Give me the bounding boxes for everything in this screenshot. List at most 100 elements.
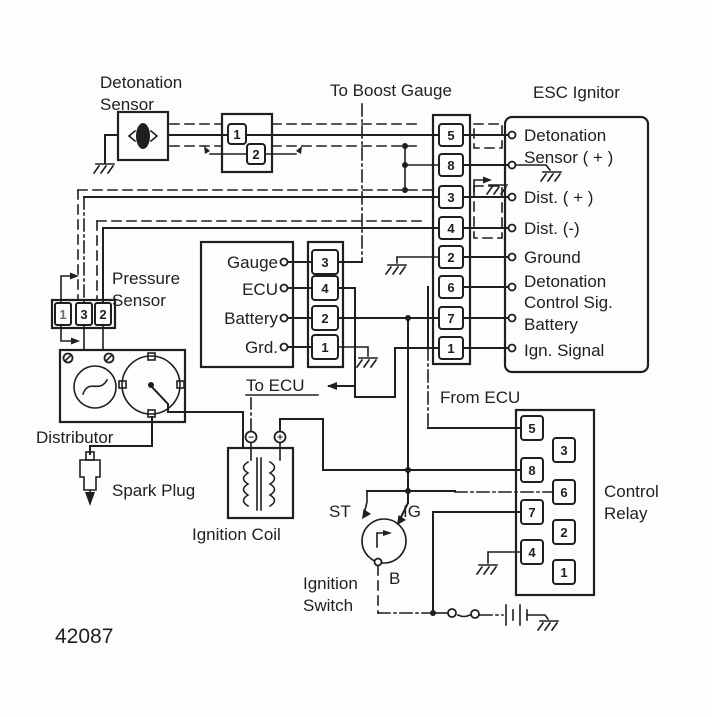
esc-pin-1-number: 1: [447, 341, 454, 356]
terminal-circle: [279, 283, 289, 293]
terminal-circle: [507, 130, 517, 140]
terminal-circle: [507, 192, 517, 202]
battery-ground-lead: [526, 614, 550, 621]
battery-feed-wire: [377, 604, 559, 631]
spark-plug-wire: [89, 416, 153, 455]
ground-icon: [93, 163, 115, 174]
relay-pin-4-number: 4: [528, 545, 536, 560]
esc-pin-row-4: 4 Dist. (-): [438, 216, 580, 240]
ground-icon: [356, 357, 378, 368]
piezo-contacts: [127, 129, 159, 143]
shield-arrow: [483, 176, 492, 184]
ecu-pin-2-number: 2: [321, 311, 328, 326]
to-boost-gauge-label: To Boost Gauge: [330, 81, 452, 100]
coil-positive-wire: [279, 418, 324, 471]
terminal-circle: [279, 313, 289, 323]
terminal-circle: [507, 160, 517, 170]
interface-pin-1-number: 1: [233, 127, 240, 142]
detonation-sensor-label-line2: Sensor: [100, 95, 154, 114]
pressure-sensor-label-line1: Pressure: [112, 269, 180, 288]
esc-pin-row-3: 3 Dist. ( + ): [438, 176, 593, 209]
signal-generator: [73, 365, 117, 409]
plug-tip-arrow: [85, 492, 95, 506]
junction-dot: [402, 162, 408, 168]
relay-pin-6-number: 6: [560, 485, 567, 500]
coil-negative-sign: −: [248, 433, 254, 444]
spark-plug: Spark Plug: [79, 451, 195, 506]
coil-secondary-wire: [151, 386, 244, 449]
junction-dot: [430, 610, 436, 616]
battery-icon: [505, 604, 528, 626]
sensor-ground-wire: [104, 134, 119, 164]
secondary-winding-icon: [268, 460, 276, 508]
piezo-element-icon: [136, 123, 150, 149]
relay-pin-2-number: 2: [560, 525, 567, 540]
ecu-row-grd-label: Grd.: [245, 338, 278, 357]
pin1-leads: [60, 275, 76, 342]
relay-pin-8: [520, 457, 544, 483]
esc-pin-2-label: Ground: [524, 248, 581, 267]
ecu-row-battery: Battery 2: [224, 305, 440, 331]
inline-connector-icon: [447, 608, 457, 618]
shield-arrow-left: [204, 146, 210, 154]
esc-connector-strip: [431, 113, 472, 366]
terminal-leads: [250, 442, 281, 461]
terminal-circle: [279, 257, 289, 267]
relay4-ground-wire: [487, 551, 522, 564]
grd-wire: [337, 346, 369, 357]
relay-pin-2: [552, 519, 576, 545]
relay-pin-4: [520, 539, 544, 565]
esc-pin-row-6: 6 Detonation Control Sig.: [438, 272, 613, 312]
ground-icon: [385, 264, 407, 275]
pressure-pin-1: [54, 302, 72, 326]
esc-pin-4-number: 4: [447, 221, 455, 236]
control-relay: 5 8 7 4 3 6 2 1 Control Relay: [514, 408, 659, 597]
ecu-pin-4-number: 4: [321, 281, 329, 296]
esc-pin-row-5: 5 Detonation Sensor ( + ): [438, 123, 613, 167]
ecu-row-battery-label: Battery: [224, 309, 278, 328]
ignition-switch-label-line2: Switch: [303, 596, 353, 615]
spark-plug-label: Spark Plug: [112, 481, 195, 500]
esc-pin-5-label2: Sensor ( + ): [524, 148, 613, 167]
pressure-pin-1-number: 1: [59, 307, 66, 322]
shield-arrow-right: [296, 146, 302, 154]
connector-link: [456, 613, 472, 618]
distributor-body: [58, 348, 187, 424]
pressure-pin-3-number: 3: [80, 307, 87, 322]
ecu-row-ecu: ECU 4: [242, 275, 440, 398]
interface-connector-body: [220, 112, 274, 174]
relay-pin-7-number: 7: [528, 505, 535, 520]
switch-contact: [376, 532, 389, 548]
ecu-connector-body: [199, 240, 295, 369]
ecu-row-grd: Grd. 1: [245, 334, 378, 368]
pin8-ground-wire: [515, 164, 552, 172]
esc-pin-1-label: Ign. Signal: [524, 341, 604, 360]
reluctor-icon: [81, 378, 109, 396]
interface-pin-1: [227, 123, 247, 145]
distributor: Distributor: [36, 348, 244, 455]
terminal-circle: [507, 343, 517, 353]
boost-gauge: To Boost Gauge: [330, 81, 452, 263]
lead-arrow-bottom: [71, 337, 80, 345]
esc-ignitor-box: [503, 115, 650, 374]
ecu-pin-3-number: 3: [321, 255, 328, 270]
terminal-circle: [507, 252, 517, 262]
cap-terminal: [147, 352, 156, 361]
relay-pin-1: [552, 559, 576, 585]
cap-terminal: [118, 380, 127, 389]
esc-pin-4-label: Dist. (-): [524, 219, 580, 238]
lead-arrow-top: [70, 272, 79, 280]
to-ecu-arrow: [327, 382, 337, 390]
junction-dot: [402, 187, 408, 193]
esc-pin-8-number: 8: [447, 158, 454, 173]
b-terminal: [373, 557, 383, 567]
relay-pin-3: [552, 437, 576, 463]
ecu-signal-wire: [337, 287, 440, 398]
ig-arrow: [397, 515, 406, 525]
pressure-sensor: Pressure Sensor 1 3 2: [50, 269, 180, 351]
esc-pin-6-label1: Detonation: [524, 272, 606, 291]
esc-pin-row-8: 8: [438, 153, 562, 182]
terminal-circle: [507, 223, 517, 233]
